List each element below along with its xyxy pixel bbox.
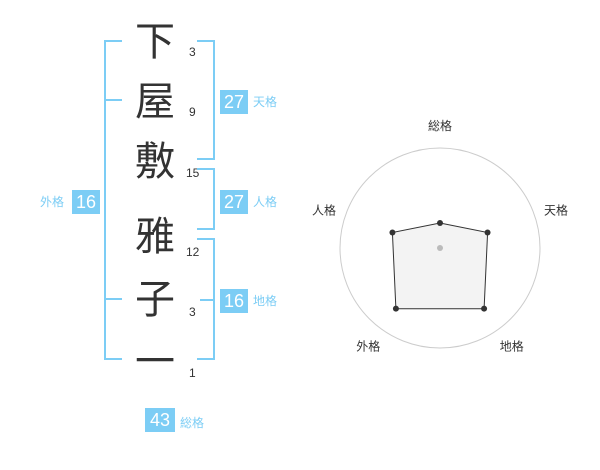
stroke-count-4: 12 [186, 245, 200, 259]
radar-point-5 [389, 229, 396, 236]
stroke-count-5: 3 [189, 305, 196, 319]
bracket-tick [104, 298, 122, 300]
radar-point-3 [481, 305, 488, 312]
tenkaku-bracket [197, 40, 215, 160]
radar-point-1 [437, 220, 443, 226]
gaikaku-bracket [104, 40, 122, 360]
jinkaku-label: 人格 [253, 195, 278, 209]
name-char-2: 屋 [135, 79, 175, 125]
name-char-5: 子 [135, 277, 175, 323]
name-char-1: 下 [135, 19, 175, 65]
radar-point-4 [392, 305, 399, 312]
stroke-count-3: 15 [186, 166, 200, 180]
chikaku-label: 地格 [253, 294, 278, 308]
stroke-count-6: 1 [189, 366, 196, 380]
jinkaku-bracket [197, 168, 215, 230]
bracket-tick [104, 99, 122, 101]
gaikaku-value-badge: 16 [72, 190, 100, 214]
radar-point-2 [484, 229, 491, 236]
soukaku-value-badge: 43 [145, 408, 175, 432]
jinkaku-value-badge: 27 [220, 190, 248, 214]
radar-axis-label-2: 天格 [544, 202, 568, 217]
name-char-4: 雅 [135, 214, 175, 260]
tenkaku-label: 天格 [253, 95, 278, 109]
soukaku-label: 総格 [180, 416, 205, 430]
bracket-tick [200, 299, 215, 301]
radar-center-dot [437, 245, 443, 251]
radar-axis-label-1: 総格 [428, 118, 452, 133]
tenkaku-value-badge: 27 [220, 90, 248, 114]
name-char-3: 敷 [135, 139, 175, 185]
radar-area [391, 222, 489, 310]
radar-axis-label-5: 人格 [312, 202, 336, 217]
radar-axis-label-3: 地格 [500, 339, 524, 354]
stroke-count-2: 9 [189, 105, 196, 119]
radar-axis-label-4: 外格 [356, 339, 380, 354]
gaikaku-label: 外格 [40, 195, 65, 209]
stroke-count-1: 3 [189, 45, 196, 59]
chikaku-value-badge: 16 [220, 289, 248, 313]
name-char-6: 一 [135, 339, 175, 385]
